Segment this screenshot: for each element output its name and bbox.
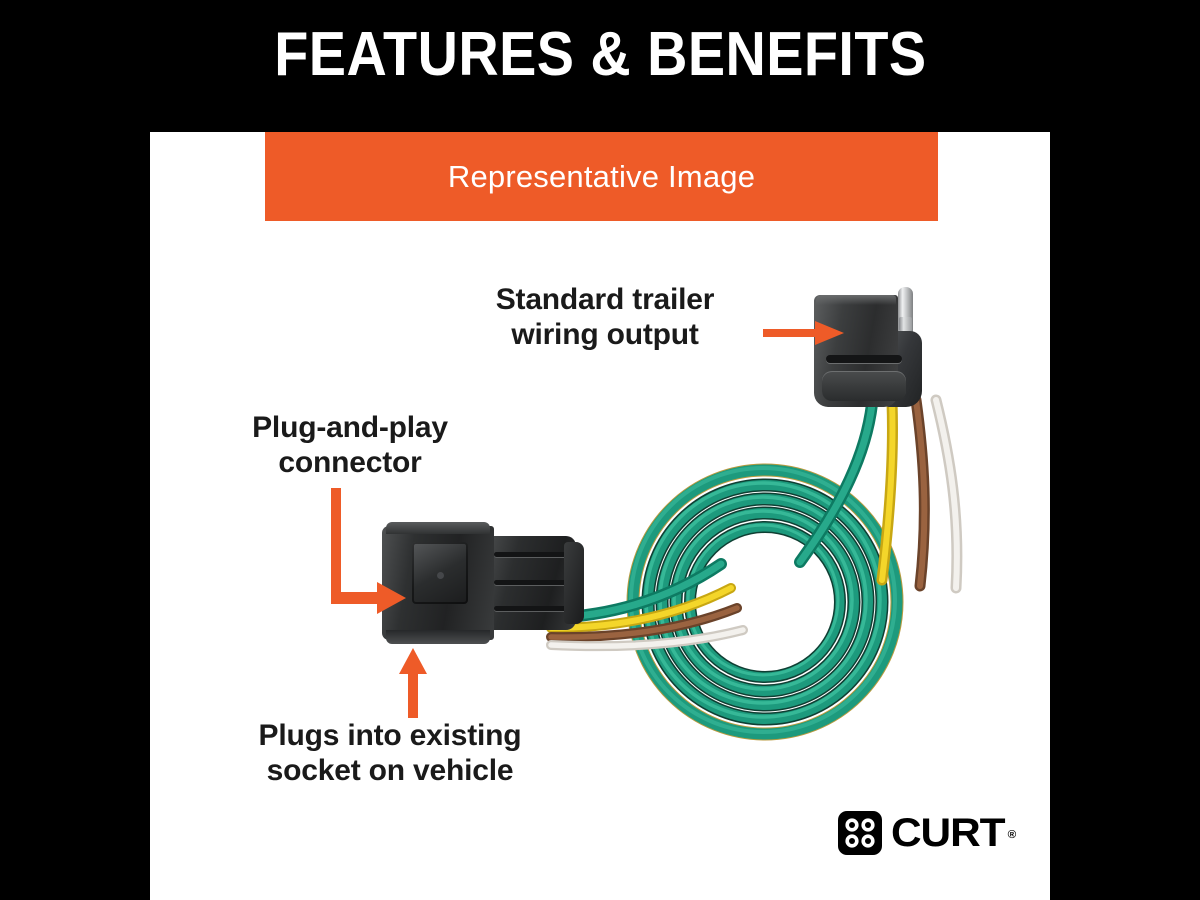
plug-latch-dot xyxy=(437,572,444,579)
right-connector-wire-leads xyxy=(794,394,963,594)
plug-top-lip xyxy=(386,522,490,534)
representative-image-banner: Representative Image xyxy=(265,132,938,221)
header-bar: FEATURES & BENEFITS xyxy=(0,0,1200,132)
callout-plugs-into-existing-socket: Plugs into existing socket on vehicle xyxy=(258,719,522,787)
callout-standard-trailer-wiring-output: Standard trailer wiring output xyxy=(495,283,715,351)
plug-bottom-lip xyxy=(386,630,490,644)
curt-logo: CURT ® xyxy=(838,809,1016,857)
representative-image-label: Representative Image xyxy=(447,159,756,194)
callout-plug-and-play-connector: Plug-and-play connector xyxy=(252,411,448,479)
arrow-elbow-down-right-icon xyxy=(331,488,406,614)
curt-wordmark-text: CURT xyxy=(891,811,1006,855)
plug-and-play-connector-body xyxy=(382,522,592,644)
registered-trademark-icon: ® xyxy=(1007,829,1017,841)
connector-slot xyxy=(826,355,902,363)
trailer-wiring-output-connector xyxy=(814,287,926,413)
plug-tail-cap xyxy=(564,542,584,624)
plug-rib xyxy=(494,552,574,557)
content-canvas: Representative Image xyxy=(150,132,1050,900)
page-title: FEATURES & BENEFITS xyxy=(273,20,927,89)
connector-pad xyxy=(822,371,906,401)
curt-wordmark: CURT ® xyxy=(891,811,1016,855)
ground-pin-neck xyxy=(899,317,912,331)
plug-rib xyxy=(494,580,574,585)
connector-bevel xyxy=(816,295,896,305)
plug-rib xyxy=(494,606,574,611)
arrow-right-icon xyxy=(763,321,844,345)
arrow-up-icon xyxy=(399,648,427,718)
curt-cloverleaf-icon xyxy=(838,811,882,855)
curt-cloverleaf-glyph xyxy=(845,818,875,848)
